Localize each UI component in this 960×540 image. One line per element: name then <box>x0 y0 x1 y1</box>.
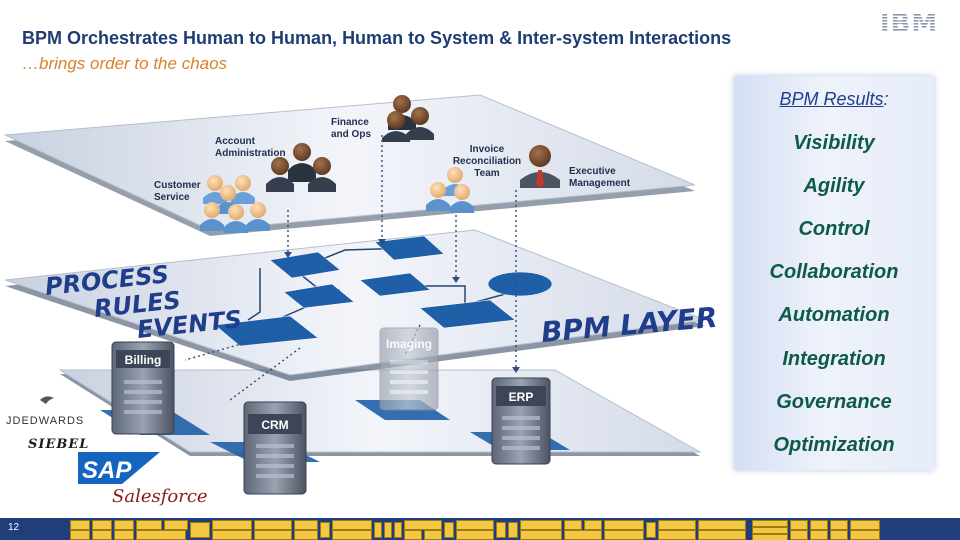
jdedwards-logo: JDEDWARDS <box>6 396 84 427</box>
server-billing: Billing <box>111 341 175 435</box>
result-governance: Governance <box>776 391 892 413</box>
label-finance-1: Finance <box>331 117 369 128</box>
server-imaging-label: Imaging <box>386 337 432 351</box>
process-node-5 <box>214 315 319 347</box>
label-customer-service-2: Service <box>154 192 190 203</box>
label-exec-1: Executive <box>569 166 616 177</box>
server-billing-label: Billing <box>125 353 162 367</box>
group-account-administration: Account Administration <box>215 136 336 192</box>
slide-subtitle: …brings order to the chaos <box>22 54 228 73</box>
group-executive-management: Executive Management <box>520 145 631 189</box>
process-node-6 <box>419 299 516 329</box>
ibm-logo: IBM <box>880 9 938 36</box>
sap-text: SAP <box>82 457 132 484</box>
people-plane <box>3 94 696 236</box>
people-icon <box>382 95 434 142</box>
bpm-plane: PROCESS RULES EVENTS BPM LAYER <box>4 229 719 381</box>
label-account-admin-1: Account <box>215 136 256 147</box>
group-invoice-reconciliation: Invoice Reconciliation Team <box>426 144 521 213</box>
group-finance-ops: Finance and Ops <box>331 95 434 142</box>
results-title-colon: : <box>883 89 889 109</box>
page-number: 12 <box>8 522 20 533</box>
process-node-4 <box>359 272 431 297</box>
label-invoice-2: Reconciliation <box>453 156 521 167</box>
salesforce-text: Salesforce <box>112 486 208 507</box>
bpm-results-panel: BPM Results: Visibility Agility Control … <box>734 76 934 470</box>
siebel-text: SIEBEL <box>28 437 89 452</box>
footer-navigation-strip <box>70 520 880 540</box>
label-account-admin-2: Administration <box>215 148 286 159</box>
label-invoice-3: Team <box>474 168 499 179</box>
process-node-2 <box>374 235 445 261</box>
people-icon <box>266 143 336 192</box>
people-icon <box>200 175 270 233</box>
server-imaging: Imaging <box>379 327 439 411</box>
result-visibility: Visibility <box>793 132 875 154</box>
results-title-text: BPM Results <box>779 89 884 109</box>
result-collaboration: Collaboration <box>769 261 899 283</box>
server-erp-label: ERP <box>509 390 534 404</box>
process-node-1 <box>269 251 341 279</box>
result-integration: Integration <box>782 348 886 370</box>
result-agility: Agility <box>803 175 865 197</box>
label-invoice-1: Invoice <box>470 144 505 155</box>
sap-logo: SAP <box>78 452 160 484</box>
salesforce-logo: Salesforce <box>112 486 208 507</box>
group-customer-service: Customer Service <box>154 175 270 233</box>
server-erp: ERP <box>491 377 551 465</box>
person-icon <box>520 145 560 188</box>
server-crm: CRM <box>243 401 307 495</box>
process-node-event <box>487 271 553 297</box>
bpm-layer-diagram: PROCESS RULES EVENTS BPM LAYER <box>3 94 719 495</box>
result-optimization: Optimization <box>773 434 895 456</box>
results-title: BPM Results: <box>734 89 934 110</box>
jdedwards-text: JDEDWARDS <box>6 415 84 427</box>
siebel-logo: SIEBEL <box>28 437 89 452</box>
process-node-3 <box>283 283 355 309</box>
people-icon <box>426 167 474 213</box>
server-crm-label: CRM <box>261 418 288 432</box>
label-customer-service-1: Customer <box>154 180 201 191</box>
vendor-logos: JDEDWARDS SIEBEL SAP Salesforce <box>6 396 208 507</box>
result-automation: Automation <box>778 304 890 326</box>
slide-title: BPM Orchestrates Human to Human, Human t… <box>22 28 732 48</box>
label-exec-2: Management <box>569 178 631 189</box>
result-control: Control <box>798 218 870 240</box>
ibm-logo-text: IBM <box>880 9 938 36</box>
label-finance-2: and Ops <box>331 129 371 140</box>
